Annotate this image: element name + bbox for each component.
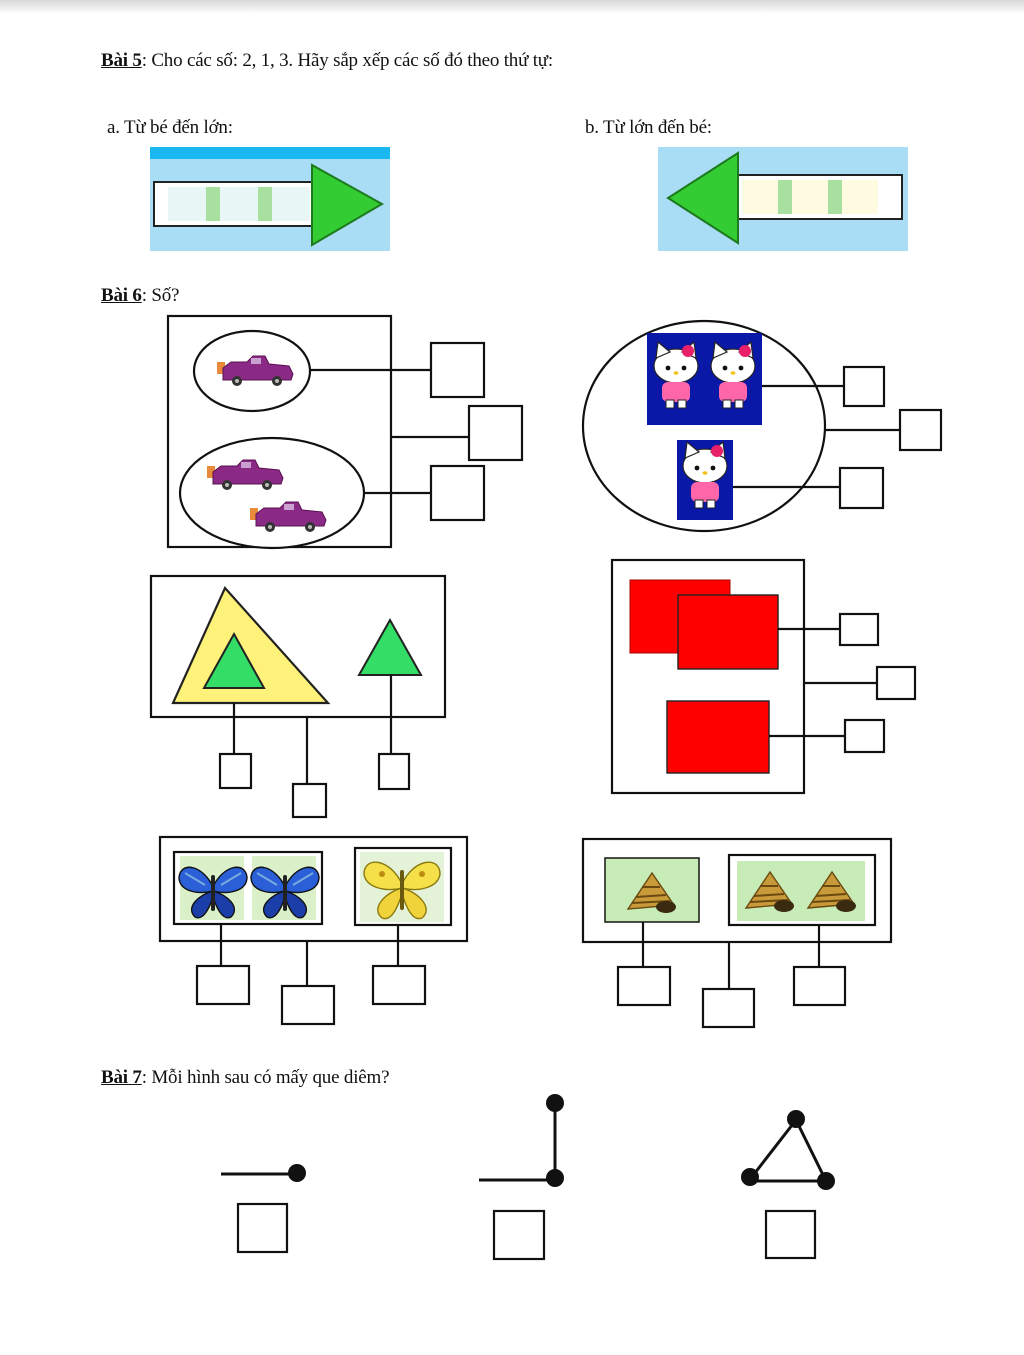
- answer-box[interactable]: [467, 404, 524, 462]
- red-square-icon: [666, 700, 770, 774]
- answer-box[interactable]: [838, 612, 880, 647]
- answer-box[interactable]: [764, 1209, 817, 1260]
- matchstick-figure-3: [741, 1110, 835, 1260]
- page-top-shadow: [0, 0, 1024, 14]
- triangle-icon: [202, 631, 266, 689]
- squares-diagram: [610, 558, 917, 795]
- cars-diagram: [166, 314, 524, 550]
- answer-box[interactable]: [280, 984, 336, 1026]
- answer-box[interactable]: [429, 464, 486, 522]
- arrow-b-left: [658, 147, 908, 251]
- exercise-7-heading: Bài 7: Mỗi hình sau có mấy que diêm?: [101, 1067, 390, 1089]
- red-square-icon: [677, 594, 779, 670]
- kitty-diagram: [581, 319, 943, 533]
- arrow-a-right: [150, 147, 390, 251]
- answer-box[interactable]: [701, 987, 756, 1029]
- answer-box[interactable]: [842, 365, 886, 408]
- exercise-5b-label: b. Từ lớn đến bé:: [585, 117, 712, 138]
- answer-box[interactable]: [875, 665, 917, 701]
- answer-box[interactable]: [429, 341, 486, 399]
- triangles-diagram: [149, 574, 447, 819]
- answer-box[interactable]: [492, 1209, 546, 1261]
- exercise-7-text: : Mỗi hình sau có mấy que diêm?: [141, 1067, 390, 1088]
- answer-box[interactable]: [371, 964, 427, 1006]
- answer-box[interactable]: [218, 752, 253, 790]
- exercise-6-heading: Bài 6: Số?: [101, 285, 179, 307]
- answer-box[interactable]: [236, 1202, 289, 1254]
- exercise-5-text: : Cho các số: 2, 1, 3. Hãy sắp xếp các s…: [141, 50, 553, 71]
- answer-box[interactable]: [616, 965, 672, 1007]
- answer-box[interactable]: [843, 718, 886, 754]
- answer-box[interactable]: [792, 965, 847, 1007]
- answer-box[interactable]: [195, 964, 251, 1006]
- exercise-5a-label: a. Từ bé đến lớn:: [107, 117, 233, 138]
- answer-box[interactable]: [898, 408, 943, 452]
- shells-diagram: [581, 837, 893, 1029]
- answer-box[interactable]: [838, 466, 885, 510]
- exercise-6-text: : Số?: [141, 285, 180, 306]
- matchstick-figure-2: [479, 1094, 564, 1261]
- answer-box[interactable]: [291, 782, 328, 819]
- exercise-5-heading: Bài 5: Cho các số: 2, 1, 3. Hãy sắp xếp …: [101, 50, 553, 72]
- butterflies-diagram: [158, 835, 469, 1026]
- exercise-7-label: Bài 7: [101, 1067, 142, 1088]
- answer-box[interactable]: [377, 752, 411, 791]
- exercise-6-label: Bài 6: [101, 285, 142, 306]
- matchstick-figure-1: [221, 1164, 306, 1254]
- exercise-5-label: Bài 5: [101, 50, 142, 71]
